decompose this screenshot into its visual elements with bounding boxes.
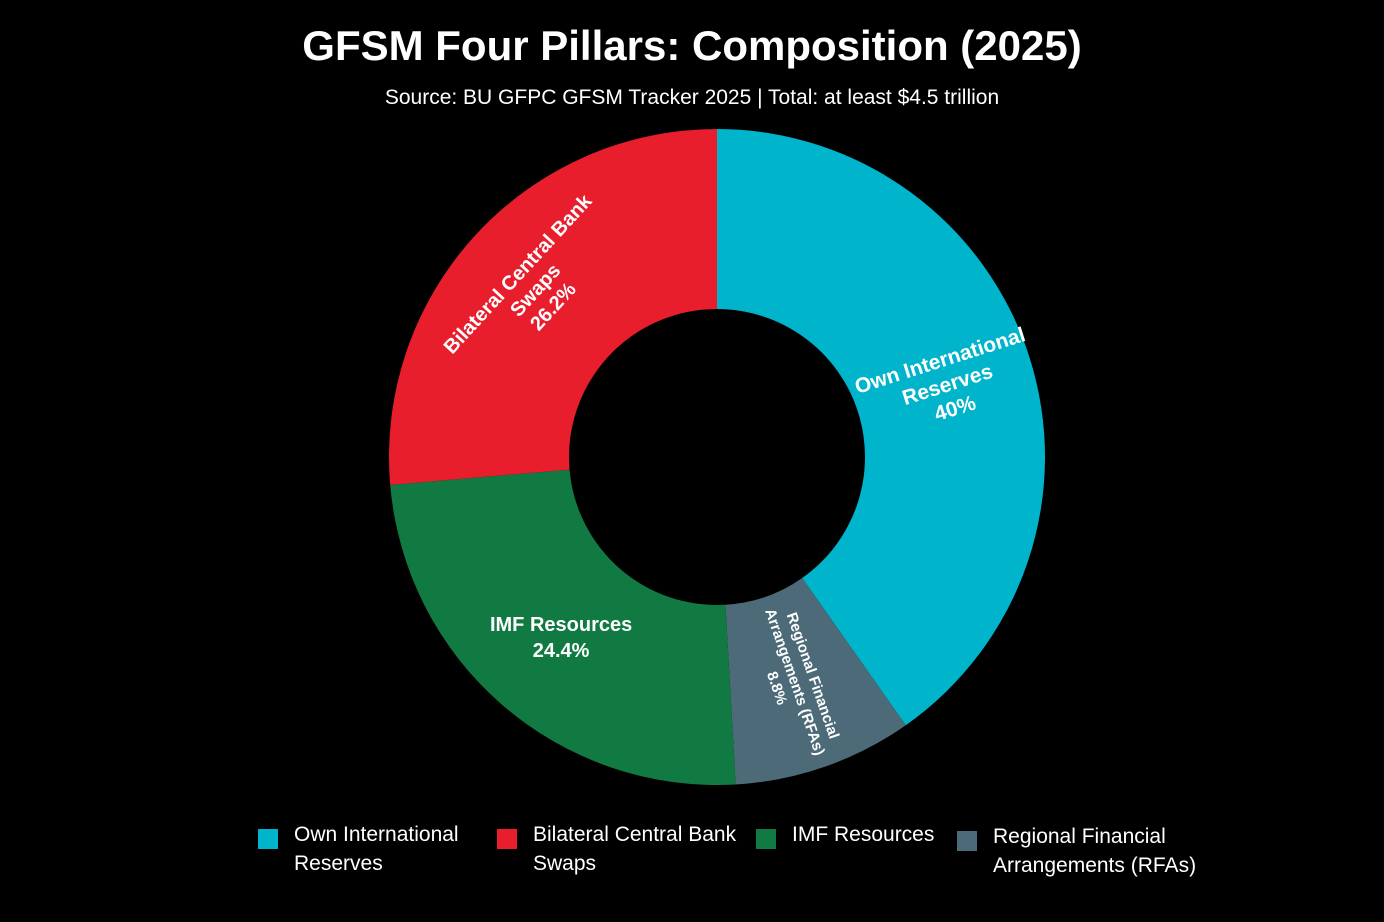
legend-swatch	[756, 829, 776, 849]
slice-bilateral-central-bank-swaps	[389, 129, 717, 485]
slice-imf-resources	[390, 469, 736, 785]
legend-item-own-international-reserves: Own International Reserves	[258, 820, 459, 878]
legend-swatch	[258, 829, 278, 849]
slice-regional-financial-arrangements-rfas	[725, 578, 906, 785]
legend-label: Own International Reserves	[294, 823, 459, 875]
legend-item-bilateral-central-bank-swaps: Bilateral Central Bank Swaps	[497, 820, 736, 878]
chart-subtitle: Source: BU GFPC GFSM Tracker 2025 | Tota…	[384, 86, 1000, 109]
donut-slices	[389, 129, 1045, 785]
chart-title: GFSM Four Pillars: Composition (2025)	[302, 22, 1082, 69]
slice-own-international-reserves	[717, 129, 1045, 726]
legend-item-imf-resources: IMF Resources	[756, 820, 934, 849]
legend-label: Regional Financial Arrangements (RFAs)	[993, 825, 1197, 877]
legend-item-regional-financial-arrangements-rfas: Regional Financial Arrangements (RFAs)	[957, 822, 1196, 880]
donut-chart: Own InternationalReserves40%Regional Fin…	[389, 129, 1045, 785]
chart-legend: Own International Reserves Bilateral Cent…	[0, 820, 1384, 900]
legend-swatch	[497, 829, 517, 849]
slice-label-line: IMF Resources	[490, 614, 632, 636]
slice-label-imf-resources: IMF Resources 24.4%	[490, 614, 632, 662]
legend-label: Bilateral Central Bank Swaps	[533, 823, 737, 875]
legend-swatch	[957, 831, 977, 851]
legend-label: IMF Resources	[792, 823, 935, 846]
slice-label-line: 24.4%	[533, 640, 590, 662]
